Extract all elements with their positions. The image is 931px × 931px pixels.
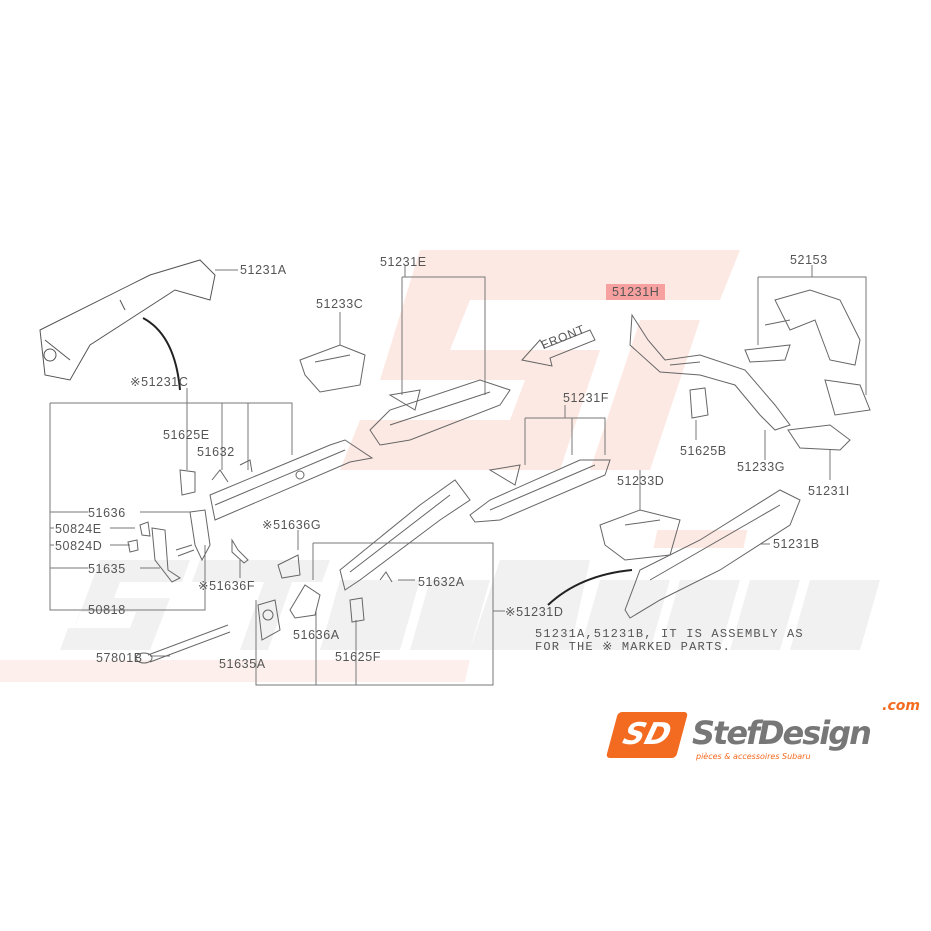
part-52153 (744, 289, 871, 416)
part-51231B (624, 489, 801, 619)
part-50818 (175, 544, 195, 557)
label-51231A: 51231A (240, 263, 287, 277)
label-51231F: 51231F (563, 391, 609, 405)
part-51233C (299, 344, 366, 393)
part-51636 (189, 509, 211, 562)
label-57801B: 57801B (96, 651, 143, 665)
label-51632: 51632 (197, 445, 235, 459)
part-51231D (339, 479, 471, 591)
label-51632A: 51632A (418, 575, 465, 589)
part-51632A (379, 571, 393, 583)
watermark-name (60, 560, 880, 650)
label-50824D: 50824D (55, 539, 103, 553)
label-51636F: ※51636F (198, 579, 256, 593)
part-51636A (289, 584, 321, 619)
label-51231E: 51231E (380, 255, 427, 269)
logo-name: StefDesign (692, 714, 872, 752)
label-51636A: 51636A (293, 628, 340, 642)
part-51636G (277, 554, 301, 579)
logo-com: .com (882, 698, 920, 714)
label-51231D: ※51231D (505, 605, 564, 619)
note-line-1: 51231A,51231B, IT IS ASSEMBLY AS (535, 627, 804, 641)
label-51636G: ※51636G (262, 518, 322, 532)
label-51636: 51636 (88, 506, 126, 520)
watermark-logo-mark (340, 250, 740, 470)
label-51233C: 51233C (316, 297, 364, 311)
label-50818: 50818 (88, 603, 126, 617)
front-arrow (521, 329, 596, 367)
label-51231I: 51231I (808, 484, 850, 498)
label-51625F: 51625F (335, 650, 381, 664)
assembly-note: 51231A,51231B, IT IS ASSEMBLY AS FOR THE… (535, 628, 804, 654)
label-51635: 51635 (88, 562, 126, 576)
part-51231H (629, 313, 791, 431)
note-line-2: FOR THE ※ MARKED PARTS. (535, 640, 732, 654)
label-52153: 52153 (790, 253, 828, 267)
label-51231C: ※51231C (130, 375, 189, 389)
part-51632 (211, 459, 253, 483)
label-51231H-highlighted[interactable]: 51231H (606, 284, 666, 300)
part-57801B (135, 624, 231, 664)
watermark-com (653, 530, 748, 548)
part-51636F (231, 538, 249, 564)
label-50824E: 50824E (55, 522, 102, 536)
leader-lines (49, 265, 867, 686)
logo-tagline: pièces & accessoires Subaru (696, 752, 811, 761)
part-51635 (151, 527, 181, 583)
part-51231F (469, 459, 611, 523)
part-51625E (179, 469, 196, 496)
label-51635A: 51635A (219, 657, 266, 671)
label-51233G: 51233G (737, 460, 786, 474)
label-51233D: 51233D (617, 474, 665, 488)
stefdesign-logo: SD .com StefDesign pièces & accessoires … (605, 698, 924, 766)
part-51635A (257, 599, 281, 641)
logo-mark: SD (605, 712, 689, 758)
part-51231A (39, 259, 216, 381)
part-51231E (369, 379, 511, 446)
part-50824 (127, 521, 151, 553)
label-51625B: 51625B (680, 444, 727, 458)
part-51231I (787, 424, 851, 451)
part-51625F (349, 597, 365, 623)
label-51625E: 51625E (163, 428, 210, 442)
label-51231B: 51231B (773, 537, 820, 551)
part-51233D (599, 509, 681, 561)
part-51231C (209, 439, 374, 521)
part-51625B (689, 387, 709, 419)
watermark-tagline (0, 660, 470, 682)
